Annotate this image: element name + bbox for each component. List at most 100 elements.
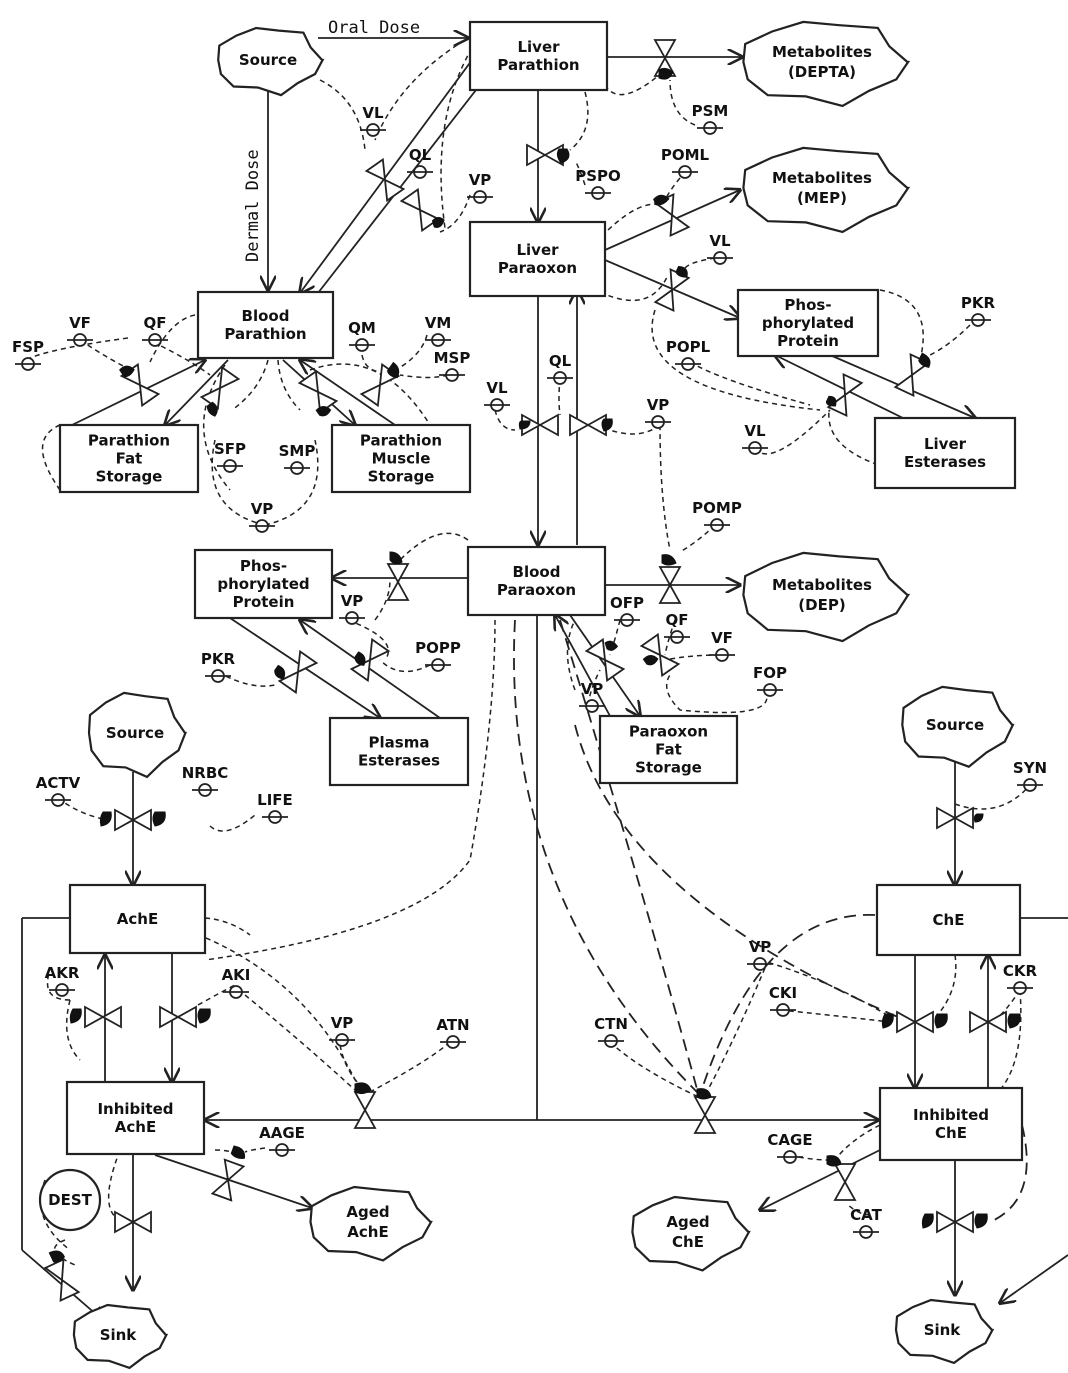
converter-label: QL bbox=[409, 146, 432, 164]
label-line: AchE bbox=[117, 910, 158, 928]
valve bbox=[526, 143, 570, 167]
label-line: Source bbox=[106, 724, 164, 742]
label-line: Parathion bbox=[88, 432, 170, 450]
cloud-sink-left: Sink bbox=[72, 1303, 169, 1370]
converter-syn: SYN bbox=[1013, 759, 1047, 792]
dermal-dose-label: Dermal Dose bbox=[243, 149, 263, 262]
converter-fop: FOP bbox=[753, 664, 787, 697]
converter-ql: QL bbox=[407, 146, 433, 179]
converter-aki: AKI bbox=[222, 966, 250, 999]
converter-akr: AKR bbox=[45, 964, 80, 997]
converter-pkr: PKR bbox=[201, 650, 236, 683]
converter-label: VP bbox=[749, 938, 772, 956]
converter-label: POML bbox=[661, 146, 710, 164]
valve bbox=[119, 362, 161, 408]
label-line: Source bbox=[926, 716, 984, 734]
converter-label: VL bbox=[744, 422, 766, 440]
converter-ofp: OFP bbox=[610, 594, 644, 627]
label-line: Paraoxon bbox=[497, 581, 576, 599]
converter-label: NRBC bbox=[182, 764, 229, 782]
converter-popl: POPL bbox=[666, 338, 711, 371]
label-line: Metabolites bbox=[772, 576, 872, 594]
label-line: AchE bbox=[347, 1223, 388, 1241]
valve bbox=[43, 1250, 81, 1303]
valve bbox=[693, 1088, 717, 1134]
label-line: Esterases bbox=[358, 752, 440, 770]
label-line: Inhibited bbox=[913, 1106, 989, 1124]
label-line: Phos- bbox=[784, 296, 831, 314]
label-line: Source bbox=[239, 51, 297, 69]
converter-label: POPL bbox=[666, 338, 711, 356]
label-line: Storage bbox=[96, 468, 163, 486]
valve bbox=[386, 551, 410, 601]
label-line: AchE bbox=[115, 1118, 156, 1136]
converter-label: QF bbox=[144, 314, 167, 332]
valve bbox=[653, 266, 691, 313]
converter-label: QF bbox=[666, 611, 689, 629]
converter-label: PSM bbox=[692, 102, 729, 120]
converter-label: FSP bbox=[12, 338, 44, 356]
converter-label: CTN bbox=[594, 1015, 628, 1033]
converter-poml: POML bbox=[661, 146, 710, 179]
converter-label: CAGE bbox=[767, 1131, 812, 1149]
converter-vp: VP bbox=[339, 592, 365, 625]
cloud-source-che: Source bbox=[901, 685, 1015, 768]
converter-vp: VP bbox=[329, 1014, 355, 1047]
label-line: (DEPTA) bbox=[788, 63, 856, 81]
cloud-source-ache: Source bbox=[87, 691, 188, 779]
label-line: Sink bbox=[100, 1326, 138, 1344]
information-links bbox=[21, 39, 1031, 1266]
box-ache: AchE bbox=[68, 883, 207, 955]
converter-psm: PSM bbox=[692, 102, 729, 135]
converter-cki: CKI bbox=[769, 984, 797, 1017]
converter-vp: VP bbox=[467, 171, 493, 204]
converter-label: VP bbox=[341, 592, 364, 610]
converter-label: AKR bbox=[45, 964, 80, 982]
converter-label: SFP bbox=[214, 440, 246, 458]
converter-vl: VL bbox=[742, 422, 768, 455]
label-line: Esterases bbox=[904, 453, 986, 471]
converter-vf: VF bbox=[709, 629, 735, 662]
valve bbox=[99, 808, 166, 832]
converter-qm: QM bbox=[348, 319, 376, 352]
converter-label: VP bbox=[469, 171, 492, 189]
cloud-metabolites-depta: Metabolites(DEPTA) bbox=[742, 20, 911, 108]
converter-label: LIFE bbox=[257, 791, 293, 809]
valve bbox=[653, 192, 691, 238]
valve bbox=[518, 413, 559, 437]
converter-qf: QF bbox=[664, 611, 690, 644]
converter-ctn: CTN bbox=[594, 1015, 628, 1048]
converter-ql: QL bbox=[547, 352, 573, 385]
converter-vm: VM bbox=[425, 314, 451, 347]
converter-label: QM bbox=[348, 319, 376, 337]
converter-label: VP bbox=[581, 680, 604, 698]
converter-popp: POPP bbox=[415, 639, 461, 672]
converter-vl: VL bbox=[484, 379, 510, 412]
label-line: Muscle bbox=[372, 450, 431, 468]
valve bbox=[210, 1145, 246, 1202]
valve bbox=[364, 157, 406, 203]
valve bbox=[936, 806, 984, 830]
converter-label: VP bbox=[331, 1014, 354, 1032]
converter-label: FOP bbox=[753, 664, 787, 682]
label-line: ChE bbox=[933, 911, 965, 929]
label-line: (DEP) bbox=[798, 596, 845, 614]
label-line: Plasma bbox=[369, 734, 430, 752]
oral-dose-label: Oral Dose bbox=[328, 18, 420, 38]
converter-vl: VL bbox=[707, 232, 733, 265]
converter-pspo: PSPO bbox=[575, 167, 621, 200]
converter-pomp: POMP bbox=[692, 499, 742, 532]
cloud-metabolites-mep: Metabolites(MEP) bbox=[742, 146, 911, 234]
valve bbox=[921, 1210, 988, 1234]
label-line: Storage bbox=[635, 759, 702, 777]
flow-valves bbox=[43, 39, 1021, 1303]
converter-label: ACTV bbox=[36, 774, 81, 792]
